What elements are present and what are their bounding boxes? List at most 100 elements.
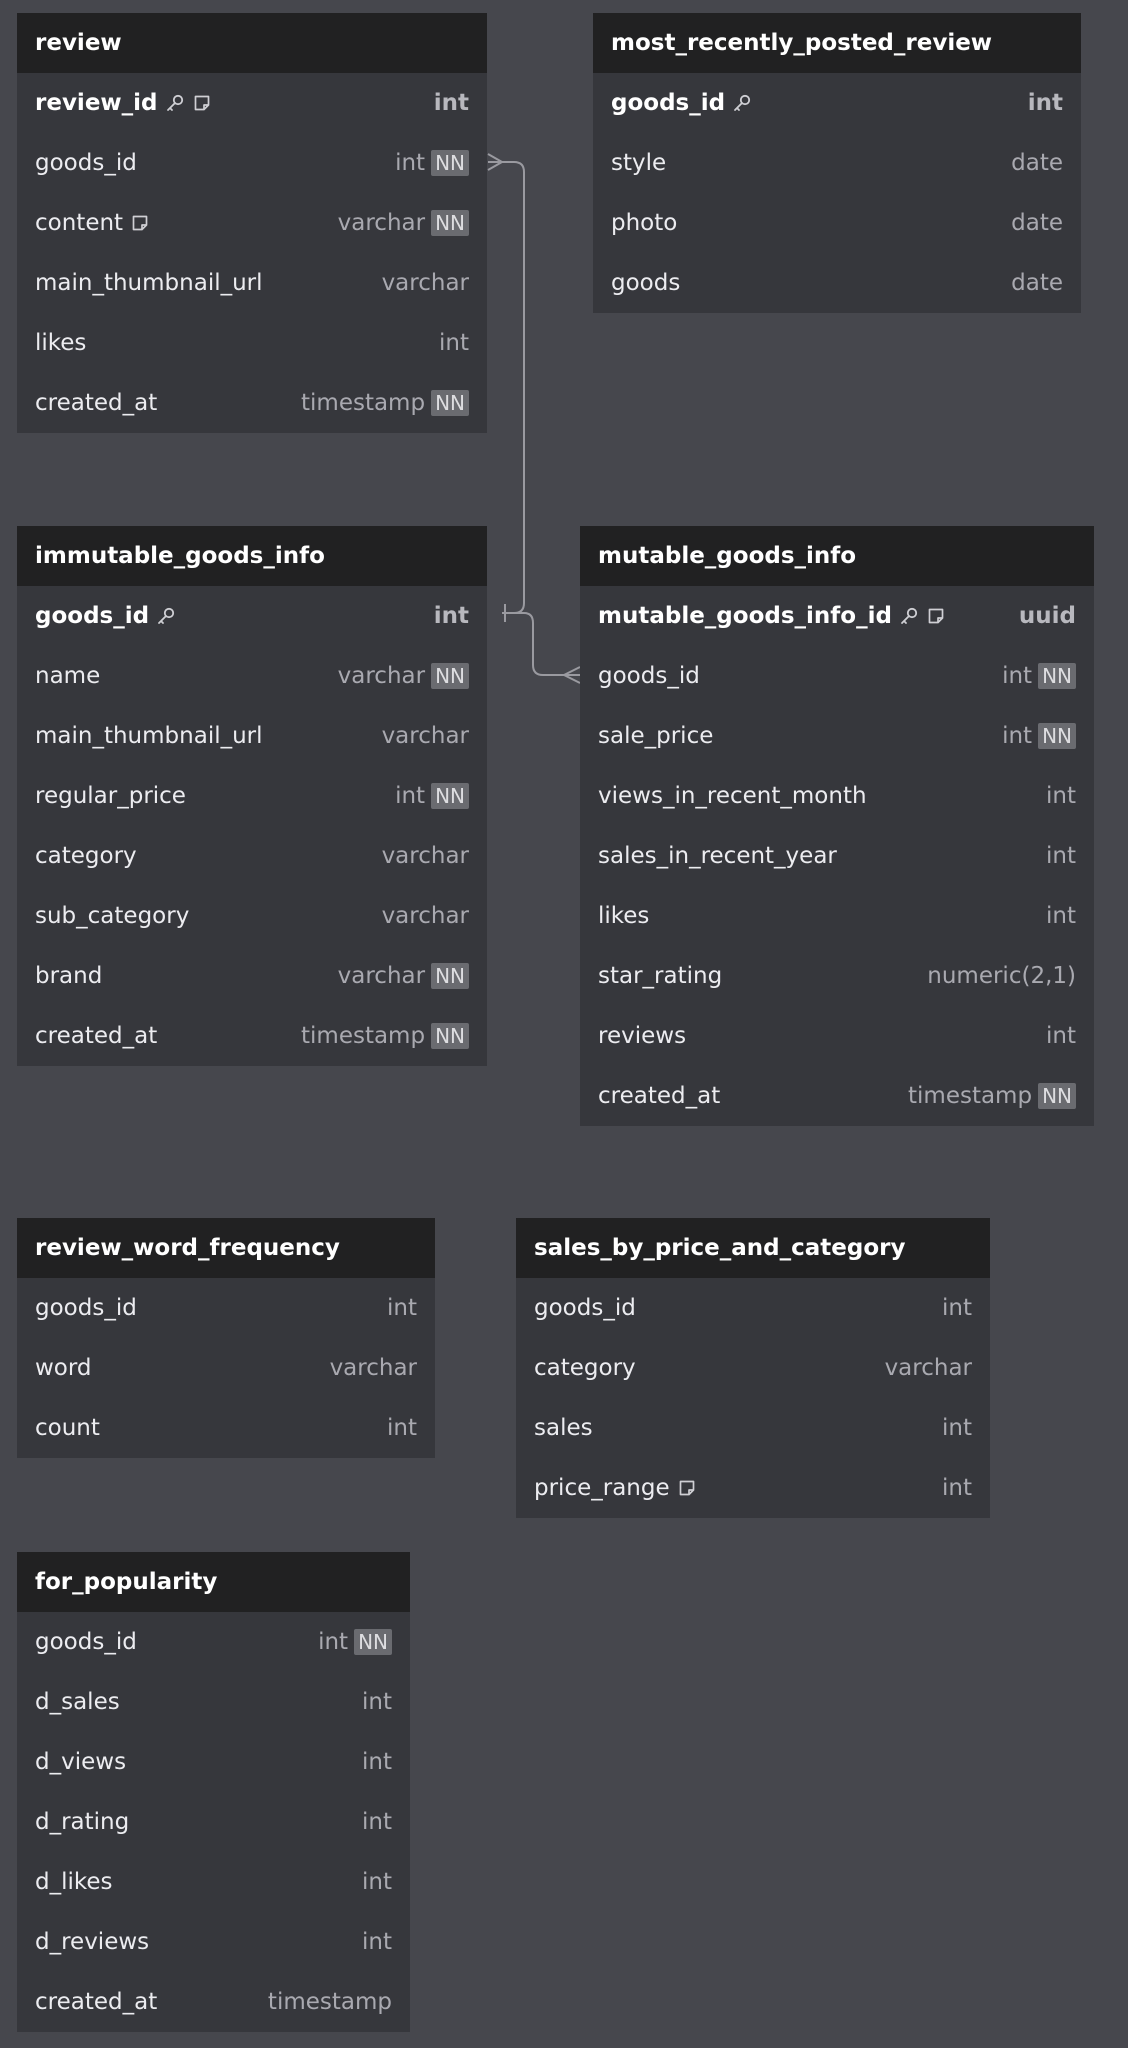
relation-review-goods-line (488, 161, 525, 614)
column-name: created_at (35, 1023, 158, 1049)
column-type-group: int (1046, 843, 1076, 869)
column-name-group: sales (534, 1415, 593, 1441)
column-type-group: int (942, 1475, 972, 1501)
column-type-group: int (1046, 1023, 1076, 1049)
column-row[interactable]: count int (17, 1398, 435, 1458)
table-header[interactable]: review_word_frequency (17, 1218, 435, 1278)
table-header[interactable]: mutable_goods_info (580, 526, 1094, 586)
column-row[interactable]: goods date (593, 253, 1081, 313)
column-type-group: timestamp (268, 1989, 392, 2015)
column-name: price_range (534, 1475, 670, 1501)
relation-mutable-goods-line (502, 612, 580, 676)
column-type: int (362, 1689, 392, 1715)
column-type-group: varchar (382, 723, 469, 749)
column-name: goods (611, 270, 681, 296)
column-type-group: int (362, 1809, 392, 1835)
column-name-group: created_at (35, 1023, 157, 1049)
column-name-group: d_sales (35, 1689, 120, 1715)
column-type-group: int (362, 1689, 392, 1715)
column-name: category (534, 1355, 636, 1381)
column-name-group: goods_id (598, 663, 700, 689)
column-name: created_at (35, 1989, 158, 2015)
column-name: d_reviews (35, 1929, 150, 1955)
column-row[interactable]: likes int (580, 886, 1094, 946)
column-type: int (387, 1415, 417, 1441)
column-name: word (35, 1355, 92, 1381)
column-type-group: uuid (1019, 603, 1076, 629)
note-icon[interactable] (677, 1478, 697, 1498)
column-type-group: int (1046, 903, 1076, 929)
column-name: goods_id (534, 1295, 636, 1321)
note-icon[interactable] (130, 213, 150, 233)
column-name: style (611, 150, 667, 176)
table-header[interactable]: for_popularity (17, 1552, 410, 1612)
column-name: category (35, 843, 137, 869)
table-header[interactable]: most_recently_posted_review (593, 13, 1081, 73)
column-type-group: int (362, 1749, 392, 1775)
table-header[interactable]: sales_by_price_and_category (516, 1218, 990, 1278)
column-name: sub_category (35, 903, 190, 929)
column-name-group: count (35, 1415, 100, 1441)
table-header[interactable]: immutable_goods_info (17, 526, 487, 586)
note-icon[interactable] (926, 606, 946, 626)
column-type: date (1011, 270, 1063, 296)
column-type: int (439, 330, 469, 356)
column-name-group: brand (35, 963, 102, 989)
column-row[interactable]: created_at timestamp (17, 1972, 410, 2032)
note-icon[interactable] (192, 93, 212, 113)
column-row[interactable]: d_sales int (17, 1672, 410, 1732)
column-type: int (1027, 90, 1063, 116)
column-type: int (1002, 723, 1033, 749)
column-row[interactable]: price_range int (516, 1458, 990, 1518)
table-header[interactable]: review (17, 13, 487, 73)
column-name: goods_id (35, 150, 137, 176)
column-name: name (35, 663, 101, 689)
crowfoot-many-mutable-goods_id (563, 666, 581, 684)
column-type: timestamp (301, 1023, 426, 1049)
column-name: likes (598, 903, 650, 929)
